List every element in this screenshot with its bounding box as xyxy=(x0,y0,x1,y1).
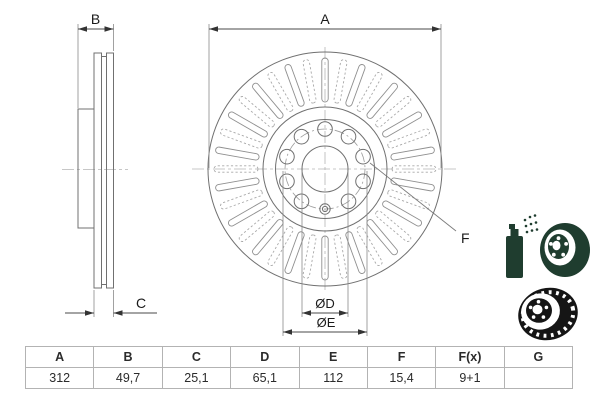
spec-header-b: B xyxy=(93,346,163,368)
spray-can-nozzle xyxy=(509,224,515,229)
bolt-hole xyxy=(340,128,357,145)
bolt-hole xyxy=(355,148,371,165)
vent-slot xyxy=(387,189,430,210)
vent-slot xyxy=(382,111,423,138)
vent-slot xyxy=(227,111,268,138)
vented-brake-disc-icon xyxy=(518,287,578,341)
dimension-E: ØE xyxy=(282,171,368,336)
label-C: C xyxy=(136,295,146,311)
vent-slot xyxy=(382,200,423,227)
coated-disc-spray-icon xyxy=(506,214,590,278)
label-B: B xyxy=(91,11,100,27)
vent-slot xyxy=(333,234,348,279)
spec-header-g: G xyxy=(503,346,574,368)
pilot-hole xyxy=(319,203,331,215)
disc-outer-edge xyxy=(207,51,443,287)
brake-disc-drawing: B C A ØD xyxy=(62,11,470,336)
label-F: F xyxy=(461,230,470,246)
center-bore xyxy=(301,145,349,193)
inner-plate-section xyxy=(93,52,102,289)
product-feature-icons xyxy=(506,214,590,341)
vent-slot xyxy=(284,64,305,107)
spec-value-e: 112 xyxy=(298,367,368,389)
vent-slot xyxy=(215,177,260,192)
spec-value-d: 65,1 xyxy=(230,367,300,389)
label-D: ØD xyxy=(315,296,335,311)
spec-table: A B C D E F F(x) G 312 49,7 25,1 65,1 11… xyxy=(24,346,574,389)
bolt-hole xyxy=(279,148,295,165)
label-E: ØE xyxy=(317,315,336,330)
vent-slot xyxy=(391,165,437,173)
friction-inner-edge xyxy=(262,106,388,232)
hub-section xyxy=(77,108,95,229)
vent-slot xyxy=(302,234,317,279)
vent-slot xyxy=(390,177,435,192)
spec-header-d: D xyxy=(230,346,300,368)
vent-slot xyxy=(215,146,260,161)
label-A: A xyxy=(320,11,330,27)
spec-value-f: 15,4 xyxy=(366,367,437,389)
bolt-hole xyxy=(317,121,333,137)
vent-slot xyxy=(333,59,348,104)
vent-slot xyxy=(267,226,294,267)
spec-value-fx: 9+1 xyxy=(435,367,505,389)
vent-slot xyxy=(387,128,430,149)
leader-line-F xyxy=(369,162,457,232)
bolt-hole xyxy=(293,128,310,145)
bolt-hole xyxy=(293,193,310,210)
spec-header-a: A xyxy=(24,346,95,368)
pilot-hole xyxy=(321,205,329,213)
dimension-D: ØD xyxy=(301,171,349,317)
vent-slot xyxy=(375,210,412,242)
vent-slot xyxy=(238,96,275,128)
spec-header-row: A B C D E F F(x) G xyxy=(24,346,574,368)
vent-slot xyxy=(267,71,294,112)
dimension-B: B xyxy=(77,11,114,108)
vent-slots-and-bolt-holes xyxy=(213,57,437,281)
spec-value-a: 312 xyxy=(24,367,95,389)
coated-disc xyxy=(540,223,590,277)
vent-slot xyxy=(321,57,329,103)
vent-slot xyxy=(345,64,366,107)
vent-slot xyxy=(302,59,317,104)
vent-slot xyxy=(238,210,275,242)
hub-edge xyxy=(275,119,375,219)
vent-slot xyxy=(390,146,435,161)
dimension-F: F xyxy=(369,162,470,246)
spec-header-e: E xyxy=(298,346,368,368)
spec-value-c: 25,1 xyxy=(161,367,232,389)
vent-slot xyxy=(252,82,284,119)
vent-slot xyxy=(356,71,383,112)
bolt-hole xyxy=(279,173,295,190)
vent-slot xyxy=(366,219,398,256)
spray-mist-dots xyxy=(523,214,539,234)
spec-header-c: C xyxy=(161,346,232,368)
bolt-hole xyxy=(355,173,371,190)
front-view xyxy=(192,47,458,291)
vent-slot xyxy=(366,82,398,119)
spec-value-g xyxy=(503,367,574,389)
spray-can-cap xyxy=(510,229,519,236)
side-view xyxy=(62,52,128,289)
spec-value-b: 49,7 xyxy=(93,367,163,389)
bolt-hole xyxy=(340,193,357,210)
vent-slot xyxy=(227,200,268,227)
vent-slot xyxy=(220,189,263,210)
outer-plate-section xyxy=(106,52,114,289)
vent-slot xyxy=(356,226,383,267)
vent-slot xyxy=(321,235,329,281)
dimension-C: C xyxy=(65,290,157,317)
vent-slot xyxy=(220,128,263,149)
vent-slot xyxy=(252,219,284,256)
vent-slot xyxy=(213,165,259,173)
vent-slot xyxy=(375,96,412,128)
spec-value-row: 312 49,7 25,1 65,1 112 15,4 9+1 xyxy=(24,367,574,389)
spec-header-f: F xyxy=(366,346,437,368)
bolt-circle xyxy=(284,128,366,210)
spray-can-body xyxy=(506,236,523,278)
dimension-A: A xyxy=(208,11,442,168)
spec-header-fx: F(x) xyxy=(435,346,505,368)
